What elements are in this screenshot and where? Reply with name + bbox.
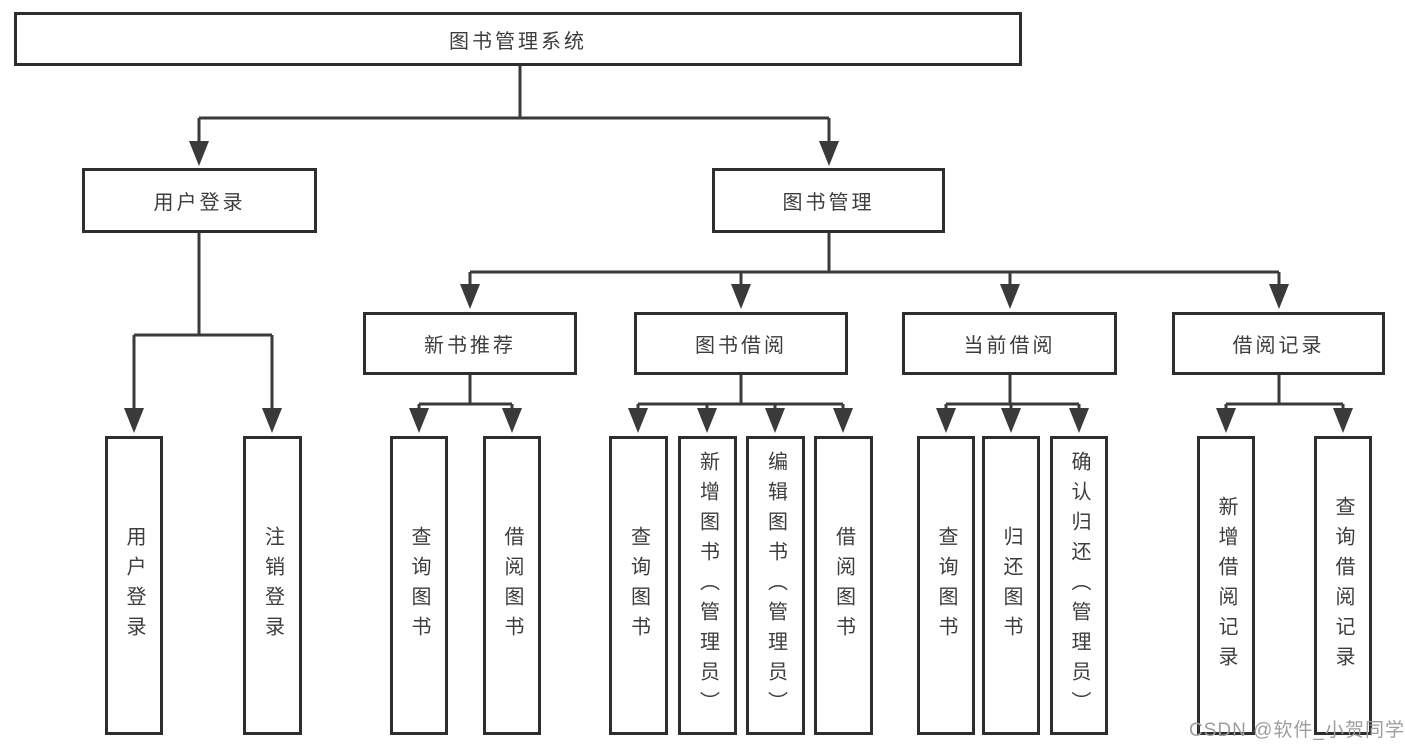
leaf-query-borrow-record-label: 查询借阅记录 bbox=[1332, 495, 1354, 676]
connector-bookborrow-to-leaves bbox=[628, 375, 853, 433]
leaf-query-books-current-label: 查询图书 bbox=[935, 525, 957, 646]
leaf-query-borrow-record: 查询借阅记录 bbox=[1314, 436, 1372, 735]
node-borrow-record: 借阅记录 bbox=[1172, 312, 1385, 375]
node-root-library-system: 图书管理系统 bbox=[14, 12, 1022, 66]
leaf-logout-label: 注销登录 bbox=[261, 525, 284, 646]
leaf-borrow-books: 借阅图书 bbox=[814, 436, 873, 735]
node-user-login-label: 用户登录 bbox=[153, 192, 246, 214]
node-root-label: 图书管理系统 bbox=[449, 30, 587, 53]
node-borrow-record-label: 借阅记录 bbox=[1232, 335, 1325, 357]
node-user-login: 用户登录 bbox=[82, 168, 317, 233]
leaf-user-login-label: 用户登录 bbox=[123, 525, 145, 646]
leaf-edit-book-admin: 编辑图书（管理员） bbox=[746, 436, 805, 735]
node-book-management: 图书管理 bbox=[712, 168, 945, 233]
node-book-borrow-label: 图书借阅 bbox=[695, 335, 787, 357]
connector-root-to-level2 bbox=[189, 66, 839, 166]
connector-bookmgmt-to-level3 bbox=[460, 233, 1289, 309]
connector-borrowrecord-to-leaves bbox=[1216, 375, 1353, 433]
leaf-add-book-admin-label: 新增图书（管理员） bbox=[696, 450, 719, 721]
leaf-edit-book-admin-label: 编辑图书（管理员） bbox=[764, 450, 787, 721]
connector-currentborrow-to-leaves bbox=[936, 375, 1089, 433]
connector-userlogin-to-leaves bbox=[124, 233, 282, 433]
leaf-query-books-borrow: 查询图书 bbox=[609, 436, 668, 735]
leaf-return-book-label: 归还图书 bbox=[1000, 525, 1022, 646]
node-new-book-recommend: 新书推荐 bbox=[363, 312, 577, 375]
leaf-logout: 注销登录 bbox=[243, 436, 302, 735]
leaf-borrow-books-recommend: 借阅图书 bbox=[483, 436, 541, 735]
leaf-query-books-recommend: 查询图书 bbox=[390, 436, 448, 735]
connector-newbookrec-to-leaves bbox=[409, 375, 522, 433]
node-book-management-label: 图书管理 bbox=[782, 192, 875, 214]
leaf-add-book-admin: 新增图书（管理员） bbox=[678, 436, 737, 735]
leaf-borrow-books-label: 借阅图书 bbox=[832, 525, 855, 646]
leaf-query-books-recommend-label: 查询图书 bbox=[408, 525, 430, 646]
node-current-borrow-label: 当前借阅 bbox=[963, 335, 1056, 357]
leaf-confirm-return-admin: 确认归还（管理员） bbox=[1050, 436, 1108, 735]
leaf-add-borrow-record: 新增借阅记录 bbox=[1197, 436, 1255, 735]
leaf-user-login: 用户登录 bbox=[105, 436, 163, 735]
leaf-return-book: 归还图书 bbox=[982, 436, 1040, 735]
leaf-borrow-books-recommend-label: 借阅图书 bbox=[501, 525, 523, 646]
node-new-book-recommend-label: 新书推荐 bbox=[424, 335, 516, 357]
node-book-borrow: 图书借阅 bbox=[634, 312, 848, 375]
leaf-query-books-borrow-label: 查询图书 bbox=[627, 525, 650, 646]
leaf-confirm-return-admin-label: 确认归还（管理员） bbox=[1068, 450, 1090, 721]
leaf-query-books-current: 查询图书 bbox=[917, 436, 975, 735]
node-current-borrow: 当前借阅 bbox=[902, 312, 1117, 375]
leaf-add-borrow-record-label: 新增借阅记录 bbox=[1215, 495, 1237, 676]
